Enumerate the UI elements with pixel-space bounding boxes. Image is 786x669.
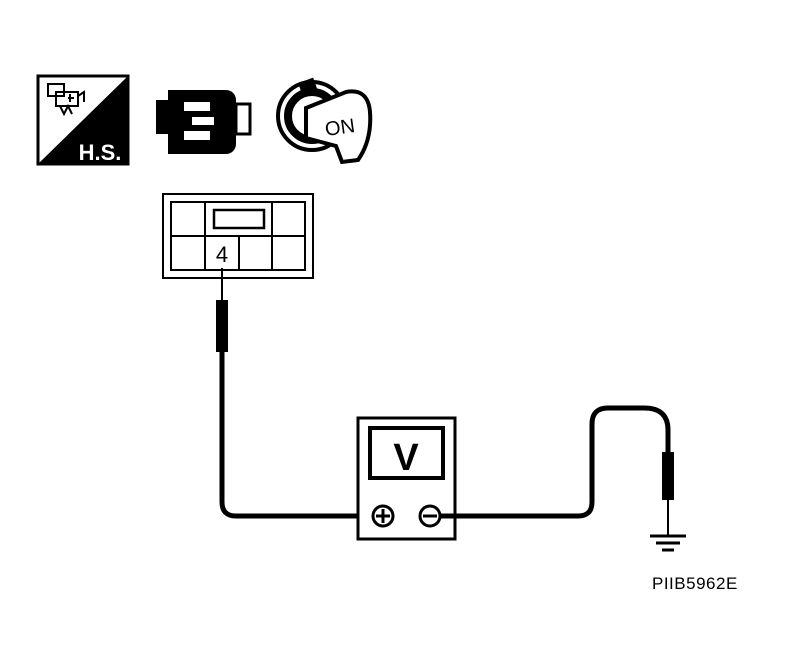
connector-disconnect-icon [156,90,252,154]
connector-face: 4 [162,193,314,279]
positive-terminal [371,504,395,528]
harness-badge-label: H.S. [79,140,122,165]
terminal-label: 4 [216,242,228,267]
negative-terminal [418,504,442,528]
ground-icon [650,534,686,552]
voltmeter: V [356,416,457,541]
harness-connector-icon: H.S. [36,74,130,166]
voltmeter-display: V [393,437,419,479]
ignition-label: ON [324,115,357,141]
ignition-key-icon: ON [276,77,373,165]
negative-probe-lead [440,405,674,536]
reference-code: PIIB5962E [652,574,738,593]
positive-probe-lead [216,268,360,519]
